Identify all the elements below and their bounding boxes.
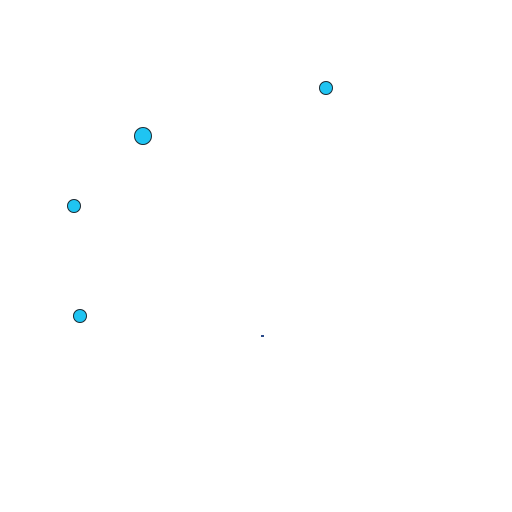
ball-circle-icon[interactable] bbox=[134, 127, 152, 145]
target-point-icon bbox=[261, 335, 264, 337]
ball-circle-icon[interactable] bbox=[319, 81, 333, 95]
ball-circle-icon[interactable] bbox=[67, 199, 81, 213]
ball-circle-icon[interactable] bbox=[73, 309, 87, 323]
